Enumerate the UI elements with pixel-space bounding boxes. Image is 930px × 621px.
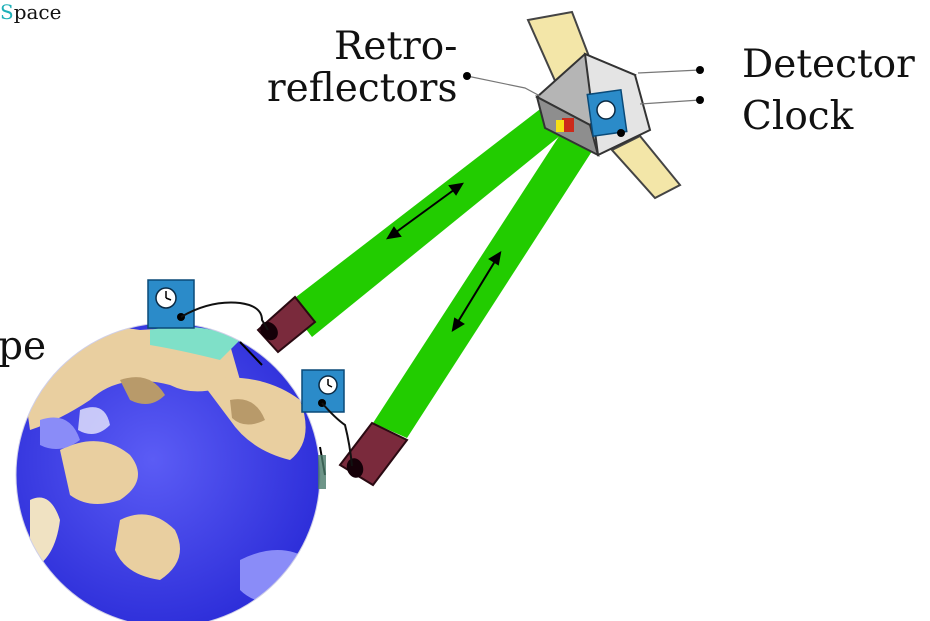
label-retro-line2: reflectors <box>267 65 458 111</box>
leader-lines <box>463 66 704 105</box>
double-arrow-lower <box>451 251 502 332</box>
telescope-lower <box>318 421 409 489</box>
telescope-upper <box>239 295 317 366</box>
double-arrow-upper <box>386 182 464 240</box>
label-retro: Retro- reflectors <box>267 24 458 109</box>
label-retro-line1: Retro- <box>334 24 458 69</box>
label-clock: Clock <box>742 94 854 139</box>
corner-title: Space <box>0 0 62 24</box>
satellite <box>526 10 682 200</box>
laser-beam-upper <box>287 103 572 337</box>
clock-icon-ground-lower <box>301 369 345 413</box>
laser-beam-lower <box>373 127 596 438</box>
clock-cables <box>180 301 353 467</box>
clock-icon-ground-upper <box>147 279 195 329</box>
label-partial-left: pe <box>0 324 47 369</box>
label-detector: Detector <box>742 42 915 87</box>
earth <box>15 322 321 621</box>
